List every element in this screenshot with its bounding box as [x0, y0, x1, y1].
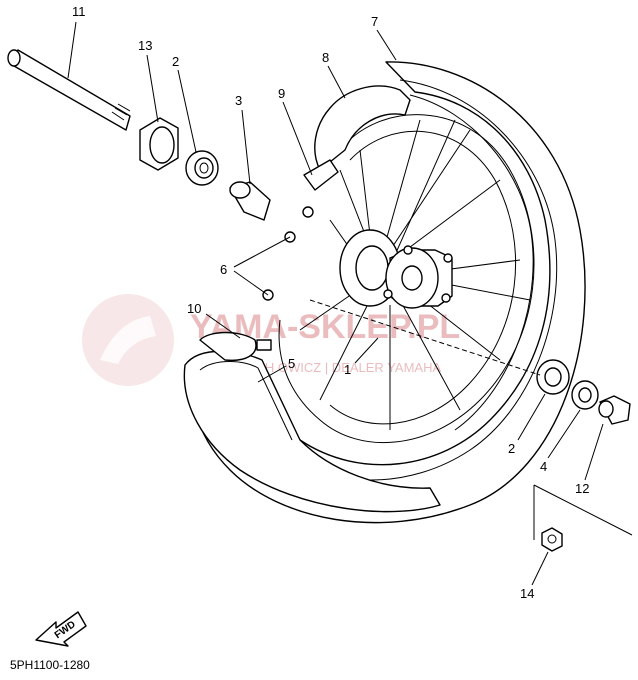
bearing-upper: [185, 150, 219, 186]
axle-nut: [541, 527, 563, 552]
valve-nut: [303, 159, 339, 191]
callout-12: 12: [575, 481, 589, 496]
callout-4: 4: [540, 459, 547, 474]
bolts: [262, 206, 314, 301]
oil-seal: [571, 380, 599, 410]
callout-3: 3: [235, 93, 242, 108]
callout-2-lower: 2: [508, 441, 515, 456]
callout-5: 5: [288, 356, 295, 371]
axle: [7, 49, 131, 131]
callout-8: 8: [322, 50, 329, 65]
callout-1: 1: [344, 362, 351, 377]
callout-7: 7: [371, 14, 378, 29]
callout-11: 11: [72, 4, 86, 19]
collar: [139, 117, 179, 171]
collar-right: [598, 395, 631, 425]
callout-14: 14: [520, 586, 534, 601]
bearing-lower: [536, 359, 570, 395]
leader-lines: [67, 21, 604, 586]
callout-6: 6: [220, 262, 227, 277]
fwd-arrow-icon: FWD: [35, 611, 87, 647]
diagram-code: 5PH1100-1280: [10, 658, 90, 672]
tube: [183, 350, 441, 513]
callout-2-upper: 2: [172, 54, 179, 69]
rim: [278, 114, 535, 444]
axle-center-line: [309, 299, 541, 376]
spacer: [229, 181, 271, 221]
rim-band: [314, 85, 411, 171]
valve-cap: [199, 331, 272, 362]
callout-13: 13: [138, 38, 152, 53]
callout-10: 10: [187, 301, 201, 316]
hub: [339, 229, 453, 309]
callout-9: 9: [278, 86, 285, 101]
